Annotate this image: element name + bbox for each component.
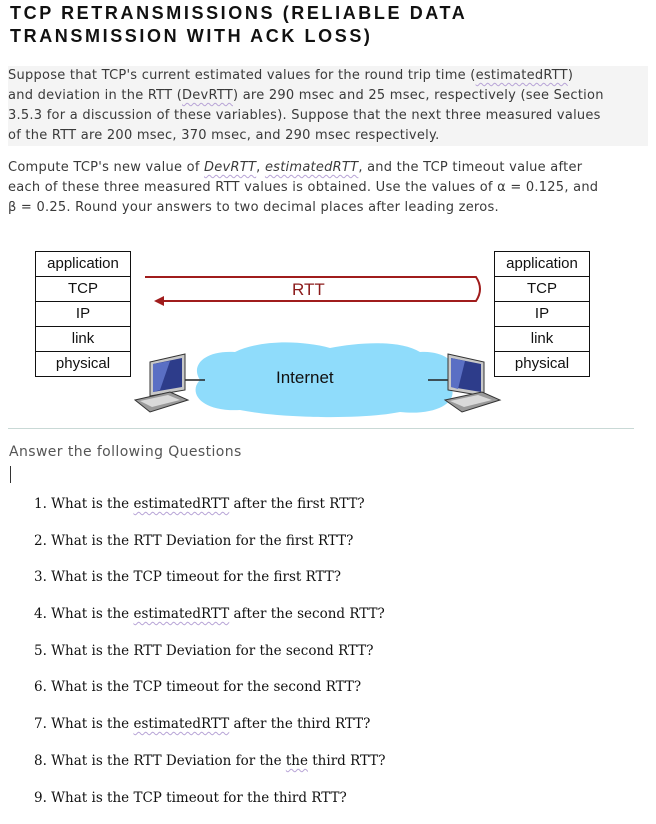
text: Compute TCP's new value of: [8, 160, 204, 175]
text: 7. What is the: [34, 716, 133, 732]
layer-application: application: [36, 252, 130, 277]
text: third RTT?: [308, 753, 386, 769]
question-item: 8. What is the RTT Deviation for the the…: [34, 751, 386, 788]
paragraph-line: and deviation in the RTT (DevRTT) are 29…: [8, 86, 648, 106]
text: 3. What is the TCP timeout for the first…: [34, 569, 341, 585]
term: the: [286, 753, 308, 769]
text: 8. What is the RTT Deviation for the: [34, 753, 286, 769]
term-devrtt: DevRTT: [204, 160, 256, 175]
text: Suppose that TCP's current estimated val…: [8, 68, 476, 83]
layer-link: link: [495, 327, 589, 352]
layer-ip: IP: [495, 302, 589, 327]
layer-physical: physical: [36, 352, 130, 376]
text: ): [568, 68, 573, 83]
term-devrtt: DevRTT: [182, 88, 233, 103]
paragraph-line: of the RTT are 200 msec, 370 msec, and 2…: [8, 126, 648, 146]
layer-application: application: [495, 252, 589, 277]
term: estimatedRTT: [133, 496, 229, 512]
layer-tcp: TCP: [495, 277, 589, 302]
text: 4. What is the: [34, 606, 133, 622]
page-title: TCP RETRANSMISSIONS (RELIABLE DATA TRANS…: [10, 2, 650, 48]
text: after the first RTT?: [229, 496, 364, 512]
text: after the third RTT?: [229, 716, 370, 732]
rtt-label: RTT: [292, 280, 325, 300]
layer-physical: physical: [495, 352, 589, 376]
question-item: 3. What is the TCP timeout for the first…: [34, 567, 386, 604]
question-item: 1. What is the estimatedRTT after the fi…: [34, 494, 386, 531]
term: estimatedRTT: [133, 716, 229, 732]
paragraph-line: each of these three measured RTT values …: [8, 178, 648, 198]
question-item: 6. What is the TCP timeout for the secon…: [34, 677, 386, 714]
text: 2. What is the RTT Deviation for the fir…: [34, 533, 353, 549]
rtt-diagram: application TCP IP link physical applica…: [0, 240, 656, 425]
instruction-paragraph: Compute TCP's new value of DevRTT, estim…: [8, 158, 648, 218]
question-item: 7. What is the estimatedRTT after the th…: [34, 714, 386, 751]
protocol-stack-right: application TCP IP link physical: [494, 251, 590, 377]
question-item: 5. What is the RTT Deviation for the sec…: [34, 641, 386, 678]
paragraph-line: Suppose that TCP's current estimated val…: [8, 66, 648, 86]
section-divider: [8, 428, 634, 429]
internet-label: Internet: [276, 368, 334, 388]
text: 1. What is the: [34, 496, 133, 512]
layer-link: link: [36, 327, 130, 352]
term: estimatedRTT: [133, 606, 229, 622]
text: 9. What is the TCP timeout for the third…: [34, 790, 347, 806]
answer-heading: Answer the following Questions: [9, 444, 242, 460]
term-estimatedrtt: estimatedRTT: [476, 68, 568, 83]
paragraph-line: 3.5.3 for a discussion of these variable…: [8, 106, 648, 126]
layer-tcp: TCP: [36, 277, 130, 302]
paragraph-line: Compute TCP's new value of DevRTT, estim…: [8, 158, 648, 178]
text: 6. What is the TCP timeout for the secon…: [34, 679, 361, 695]
question-item: 2. What is the RTT Deviation for the fir…: [34, 531, 386, 568]
text: after the second RTT?: [229, 606, 385, 622]
problem-paragraph: Suppose that TCP's current estimated val…: [8, 66, 648, 146]
question-item: 4. What is the estimatedRTT after the se…: [34, 604, 386, 641]
paragraph-line: β = 0.25. Round your answers to two deci…: [8, 198, 648, 218]
text: , and the TCP timeout value after: [358, 160, 582, 175]
text: 5. What is the RTT Deviation for the sec…: [34, 643, 374, 659]
protocol-stack-left: application TCP IP link physical: [35, 251, 131, 377]
question-item: 9. What is the TCP timeout for the third…: [34, 788, 386, 824]
text: ,: [256, 160, 265, 175]
term-estimatedrtt: estimatedRTT: [265, 160, 358, 175]
text: ) are 290 msec and 25 msec, respectively…: [233, 88, 604, 103]
text: and deviation in the RTT (: [8, 88, 182, 103]
title-line-1: TCP RETRANSMISSIONS (RELIABLE DATA: [10, 2, 650, 25]
question-list: 1. What is the estimatedRTT after the fi…: [34, 494, 386, 824]
computer-icon-right: [445, 354, 500, 412]
layer-ip: IP: [36, 302, 130, 327]
computer-icon-left: [135, 354, 188, 412]
title-line-2: TRANSMISSION WITH ACK LOSS): [10, 25, 650, 48]
text-cursor[interactable]: [10, 466, 11, 483]
